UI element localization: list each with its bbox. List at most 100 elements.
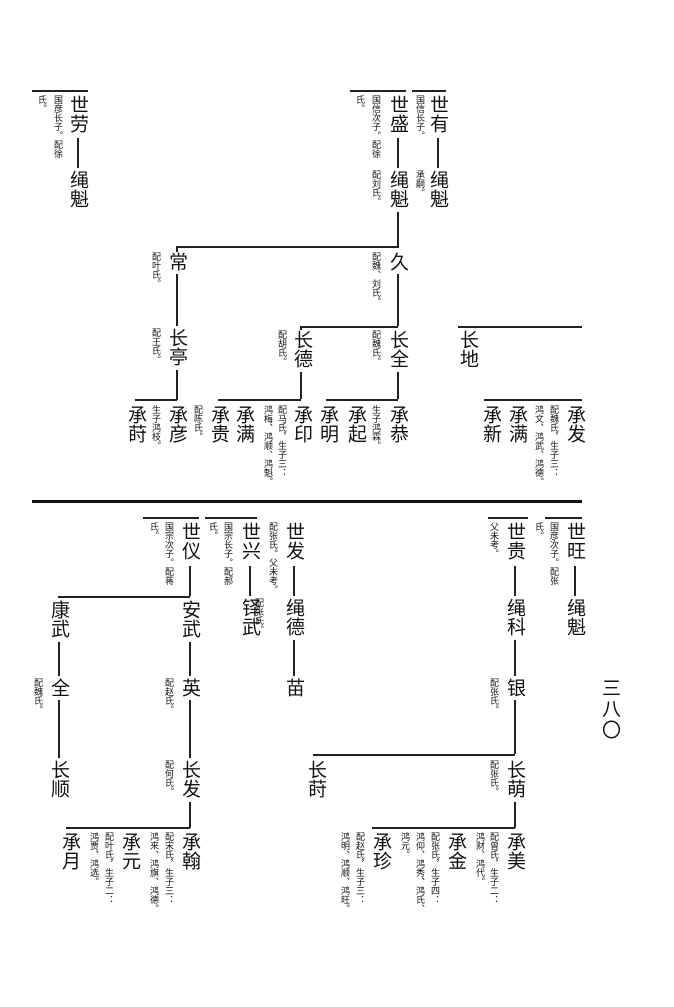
name-shengkui-4: 绳魁 xyxy=(564,598,586,636)
connector-line xyxy=(176,246,398,248)
name-chengyin: 承印 xyxy=(291,405,313,443)
connector-line xyxy=(458,326,582,328)
connector-line xyxy=(189,566,191,596)
note-chengjin: 配张氏，生子四： xyxy=(429,832,439,904)
connector-line xyxy=(574,566,576,596)
connector-line xyxy=(176,274,178,326)
name-chengzhen: 承珍 xyxy=(370,832,392,870)
name-changshi: 长莳 xyxy=(305,760,327,798)
note-chengmei: 配曾氏，生子二： xyxy=(488,832,498,904)
name-chengyuan: 承元 xyxy=(119,832,141,870)
note-chengmei-b: 鸿财、鸿代。 xyxy=(474,832,484,886)
connector-line xyxy=(218,399,301,401)
note-shixing: 国宗长子。配郝 xyxy=(222,522,232,585)
note-yin: 配张氏。 xyxy=(488,678,498,714)
name-jiu: 久 xyxy=(387,252,409,271)
name-yiwu: 铎武 xyxy=(239,598,261,636)
name-changting: 长亭 xyxy=(166,328,188,366)
note-chengfa: 配魏氏，生子三： xyxy=(548,405,558,477)
name-chengshi: 承莳 xyxy=(125,405,147,443)
name-changde: 长德 xyxy=(291,330,313,368)
connector-line xyxy=(300,372,302,399)
name-changmeng: 长萌 xyxy=(504,760,526,798)
connector-line xyxy=(372,827,515,829)
connector-line xyxy=(293,640,295,676)
note-shifa-b: 配张氏。 xyxy=(253,598,263,634)
note-shifa: 配张氏。父未考。 xyxy=(267,522,277,594)
name-chenggong: 承恭 xyxy=(387,405,409,443)
name-shilao: 世劳 xyxy=(67,95,89,133)
note-changfa: 配何氏。 xyxy=(163,760,173,796)
connector-line xyxy=(58,642,60,676)
connector-line xyxy=(397,212,399,248)
note-chang: 配叶氏。 xyxy=(150,252,160,288)
connector-line xyxy=(514,700,516,754)
connector-line xyxy=(397,274,399,326)
note-shisheng: 国信次子。配徐 xyxy=(370,95,380,158)
note-shiwang-b: 氏。 xyxy=(533,522,543,540)
note-shilao-b: 氏。 xyxy=(36,95,46,113)
note-chengyuan: 配叶氏，生子二： xyxy=(103,832,113,904)
name-chengxin: 承新 xyxy=(480,405,502,443)
name-kangwu: 康武 xyxy=(48,600,70,638)
name-shiyou: 世有 xyxy=(427,95,449,133)
name-quan: 全 xyxy=(48,678,70,697)
connector-line xyxy=(293,566,295,596)
name-shiwang: 世旺 xyxy=(564,522,586,560)
name-chengyue: 承月 xyxy=(59,832,81,870)
name-chengqi: 承起 xyxy=(345,405,367,443)
connector-line xyxy=(545,517,582,519)
note-quan: 配魏氏。 xyxy=(32,678,42,714)
note-shisheng-c: 氏。 xyxy=(354,95,364,113)
note-shiyi-b: 氏。 xyxy=(148,522,158,540)
note-changde: 配胡氏。 xyxy=(276,330,286,366)
connector-line xyxy=(66,827,190,829)
connector-line xyxy=(176,370,178,400)
note-chenggui: 配陈氏。 xyxy=(192,405,202,441)
connector-line xyxy=(412,90,446,92)
note-shisheng-b: 配刘氏。 xyxy=(370,170,380,206)
connector-line xyxy=(313,754,515,756)
note-chengjin-b: 鸿仰、鸿秀、鸿氏、 xyxy=(414,832,424,913)
note-chengyin: 配马氏，生子三： xyxy=(276,405,286,477)
note-chengshi: 生子鸿枝。 xyxy=(150,405,160,450)
connector-line xyxy=(135,399,177,401)
note-chengyuan-b: 鸿贾、鸿选。 xyxy=(88,832,98,886)
connector-line xyxy=(249,566,251,596)
name-shengke: 绳科 xyxy=(504,598,526,636)
connector-line xyxy=(300,326,302,330)
name-chenghan: 承翰 xyxy=(179,832,201,870)
connector-line xyxy=(488,517,528,519)
name-shixing: 世兴 xyxy=(239,522,261,560)
section-divider xyxy=(32,500,582,503)
connector-line xyxy=(397,138,399,168)
note-chengzhen: 配赵氏，生子三： xyxy=(354,832,364,904)
connector-line xyxy=(397,372,399,399)
connector-line xyxy=(350,90,406,92)
name-ying: 英 xyxy=(179,678,201,697)
connector-line xyxy=(58,596,190,598)
note-chenggong: 生子鸿霖。 xyxy=(370,405,380,450)
name-miao: 苗 xyxy=(283,678,305,697)
note-chengjin-c: 鸿元。 xyxy=(399,832,409,859)
name-yin: 银 xyxy=(504,678,526,697)
name-shengkui: 绳魁 xyxy=(427,170,449,208)
name-chengfa: 承发 xyxy=(564,405,586,443)
note-chengyin-b: 鸿梅、鸿顺、鸿魁。 xyxy=(262,405,272,486)
connector-line xyxy=(205,517,257,519)
connector-line xyxy=(32,90,88,92)
name-chengmei: 承美 xyxy=(504,832,526,870)
name-chenggui: 承贵 xyxy=(208,405,230,443)
name-changquan: 长全 xyxy=(387,330,409,368)
connector-line xyxy=(176,246,178,252)
note-shiwang: 国彦次子。配张 xyxy=(548,522,558,585)
note-changting: 配王氏。 xyxy=(150,328,160,364)
connector-line xyxy=(514,802,516,828)
page-number: 三八〇 xyxy=(599,678,621,741)
name-shiyi: 世仪 xyxy=(179,522,201,560)
note-chengzhen-b: 鸿明、鸿顺、鸿旺。 xyxy=(339,832,349,913)
connector-line xyxy=(143,517,199,519)
connector-line xyxy=(189,700,191,758)
name-changdi: 长地 xyxy=(457,330,479,368)
